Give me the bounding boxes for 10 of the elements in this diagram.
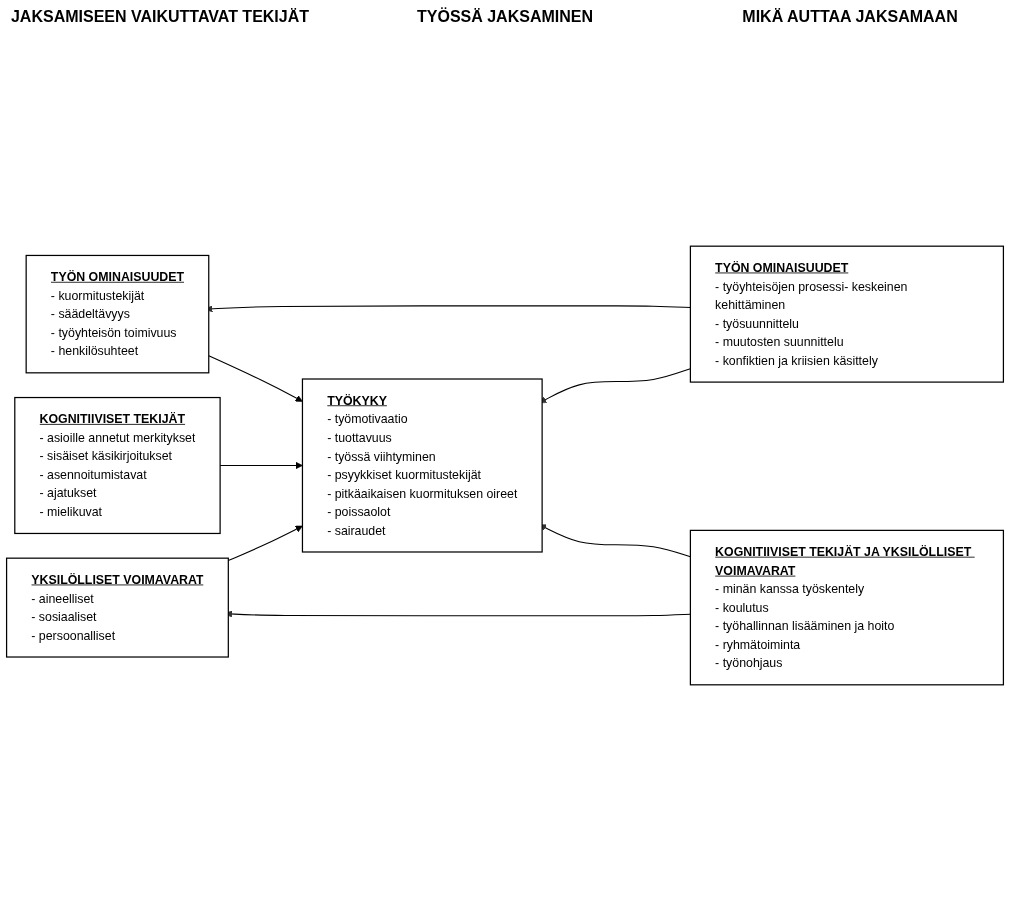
node-box: TYÖN OMINAISUUDET - työyhteisöjen prosessi- keskeinen kehittäminen - työsuunnittelu - muutosten suunnittelu - konfiktien ja kriisien käsittely [689, 245, 1005, 383]
arrow [208, 355, 303, 402]
node-box: KOGNITIIVISET TEKIJÄT JA YKSILÖLLISET VOIMAVARAT - minän kanssa työskentely - koulutus - työhallinnan lisääminen ja hoito - ryhmätoiminta - työnohjaus [689, 529, 1005, 686]
node-box: TYÖKYKY - työmotivaatio - tuottavuus - työssä viihtyminen - psyykkiset kuormitustekijät - pitkäaikaisen kuormituksen oireet - poissaolot - sairaudet [301, 378, 543, 553]
node-box: KOGNITIIVISET TEKIJÄT - asioille annetut merkitykset - sisäiset käsikirjoitukset - asennoitumistavat - ajatukset - mielikuvat [14, 396, 221, 535]
column-heading: JAKSAMISEEN VAIKUTTAVAT TEKIJÄT [10, 8, 310, 26]
column-heading: TYÖSSÄ JAKSAMINEN [416, 8, 594, 26]
node-box: TYÖN OMINAISUUDET - kuormitustekijät - säädeltävyys - työyhteisön toimivuus - henkilösuhteet [25, 254, 210, 374]
node-box: YKSILÖLLISET VOIMAVARAT - aineelliset - sosiaaliset - persoonalliset [5, 557, 229, 658]
column-heading: MIKÄ AUTTAA JAKSAMAAN [741, 8, 959, 26]
